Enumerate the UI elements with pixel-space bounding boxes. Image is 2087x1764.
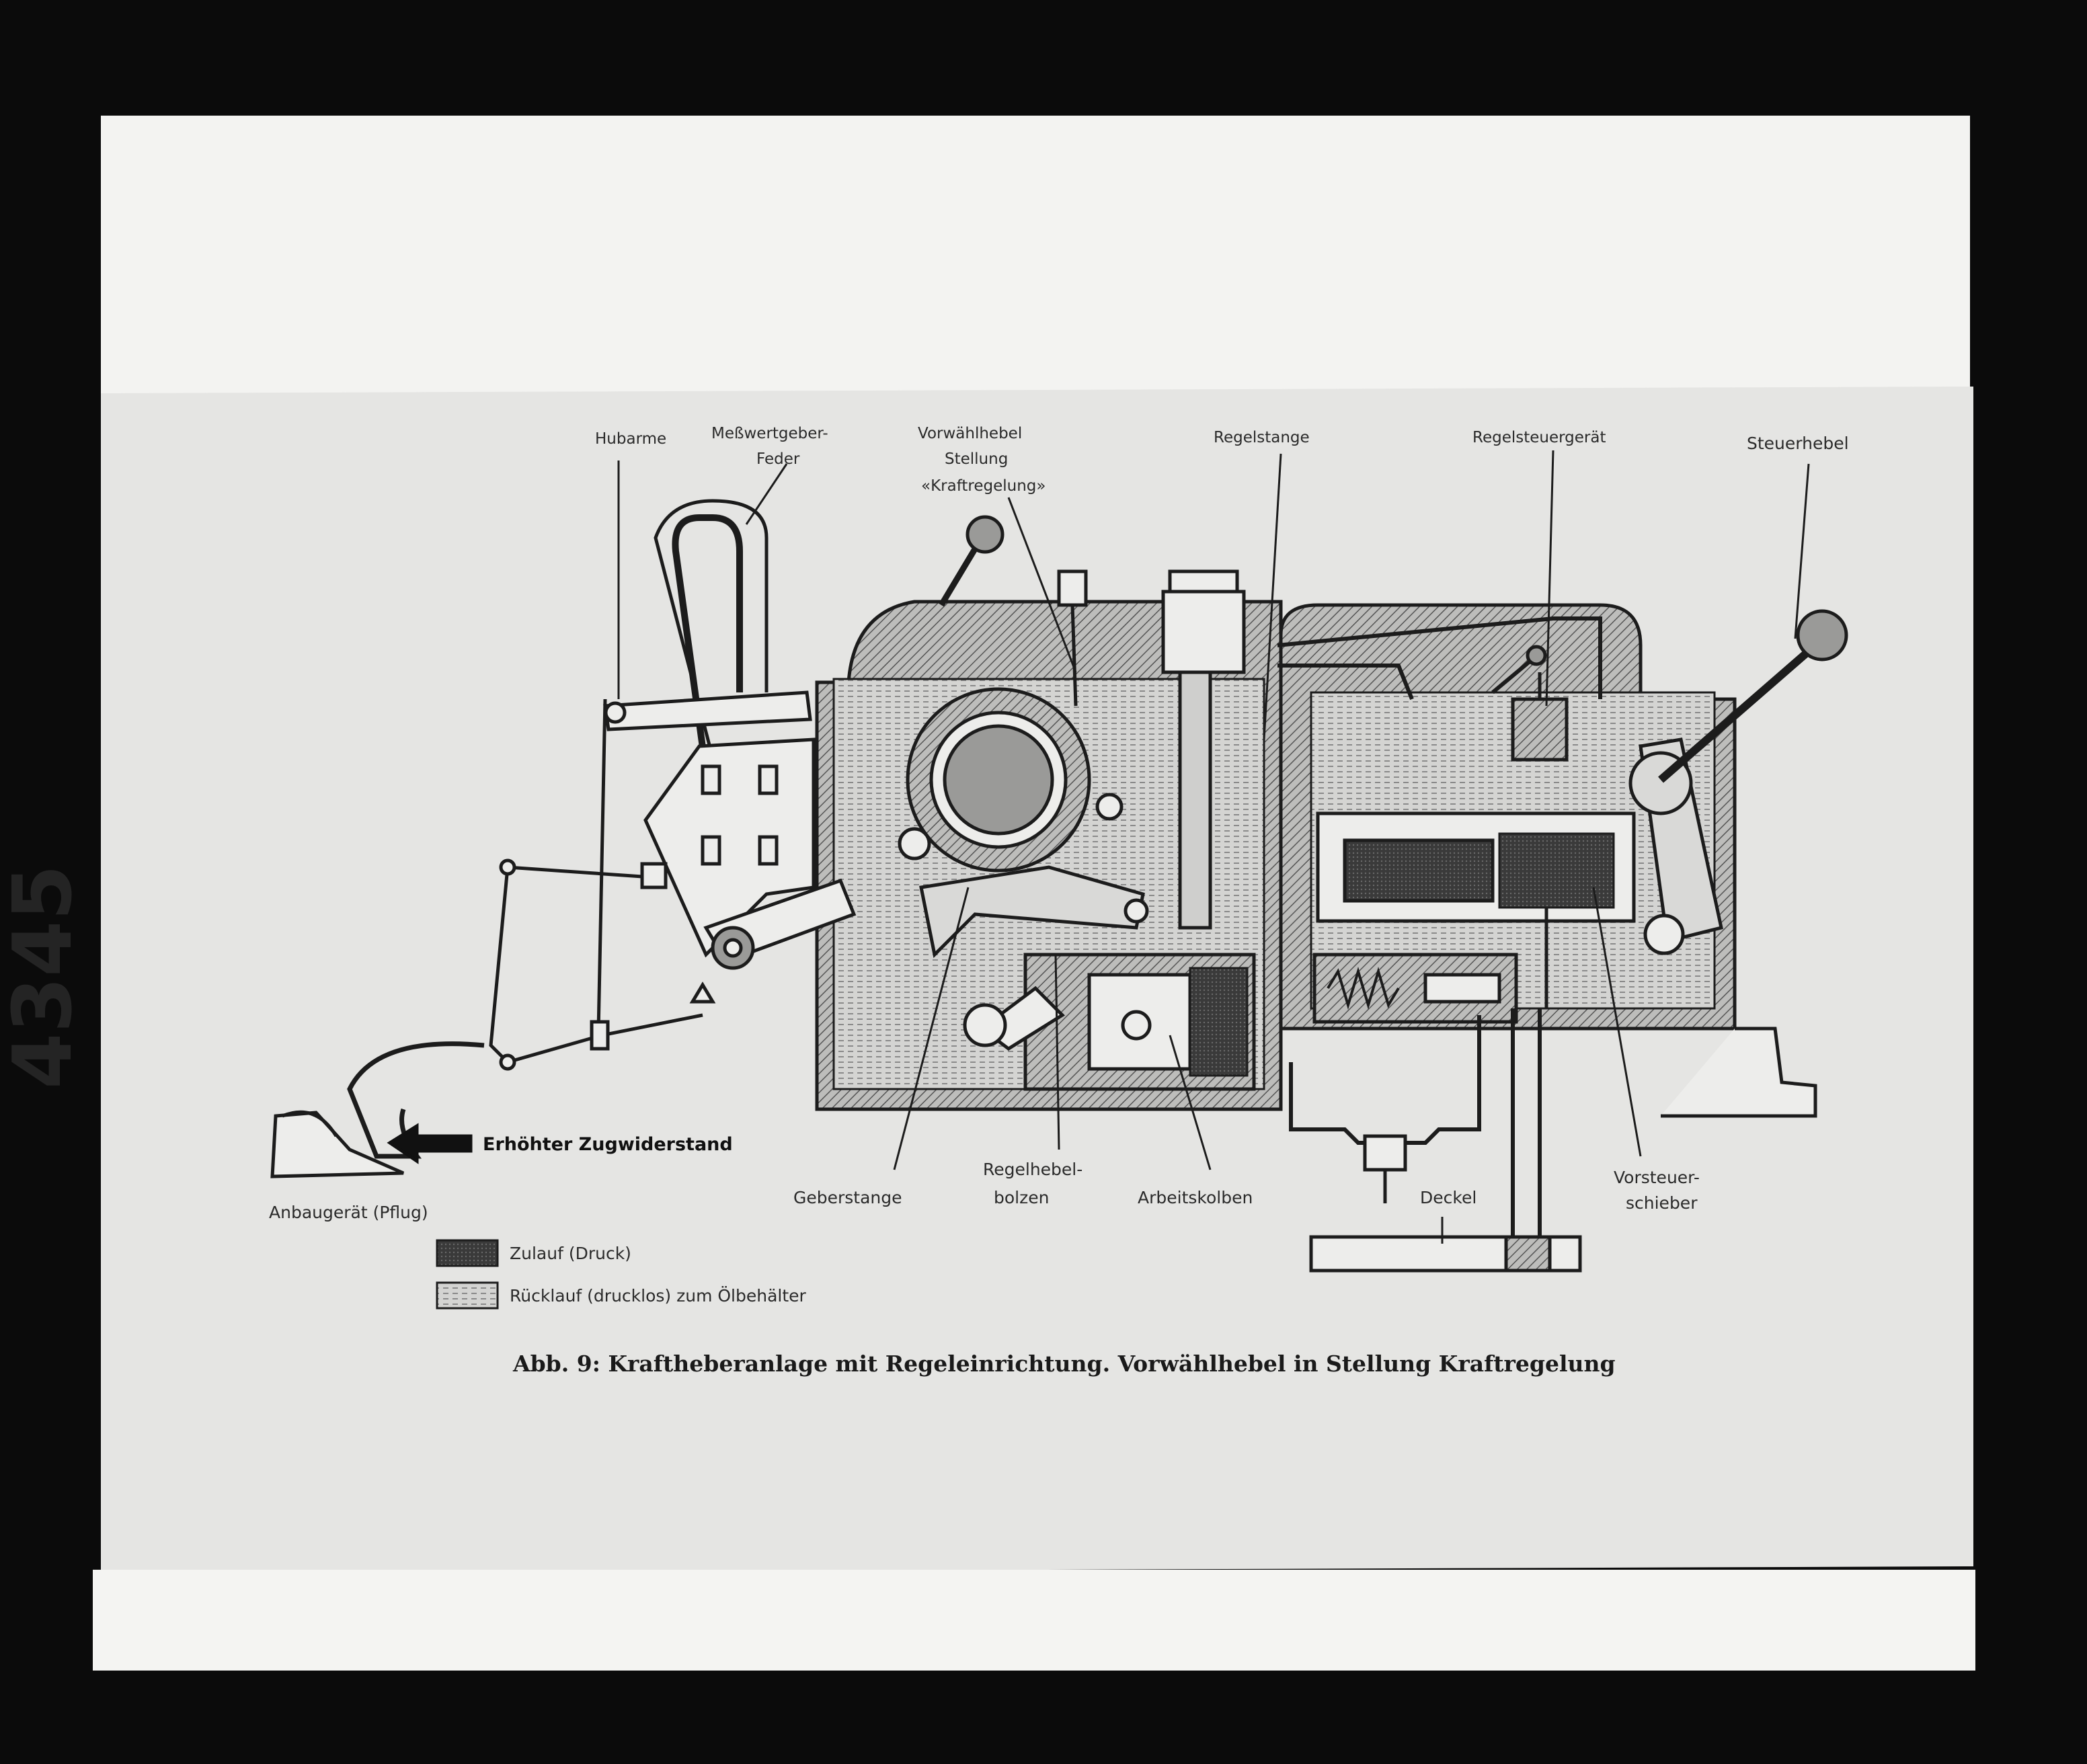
- hydraulic-diagram: [270, 450, 1848, 1273]
- housing-base: [1661, 1027, 1817, 1118]
- plough: [347, 1041, 485, 1159]
- label-messwertgeber: Meßwertgeber-: [711, 425, 828, 442]
- legend-swatch-zulauf: [436, 1239, 499, 1267]
- top-pipe: [1277, 616, 1602, 699]
- paper-top: [101, 116, 1970, 411]
- side-number: 4345: [0, 865, 90, 1089]
- measuring-spring: [672, 514, 743, 895]
- filler-neck: [1161, 590, 1246, 674]
- top-link: [507, 865, 653, 879]
- zugwiderstand-arrow: [387, 1123, 473, 1164]
- regelsteuer-box: [1511, 697, 1569, 762]
- control-lever-plate: [919, 865, 1145, 959]
- label-regelsteuergeraet: Regelsteuergerät: [1472, 429, 1606, 446]
- regelsteuer-lever: [1491, 657, 1534, 694]
- label-arbeitskolben: Arbeitskolben: [1138, 1188, 1253, 1207]
- label-vorsteuer-2: schieber: [1626, 1193, 1698, 1213]
- label-hubarme: Hubarme: [595, 430, 666, 448]
- label-anbaugeraet: Anbaugerät (Pflug): [269, 1203, 428, 1222]
- label-geberstange: Geberstange: [793, 1188, 902, 1207]
- hubarm: [603, 690, 812, 731]
- regelstange-bar: [1178, 643, 1212, 930]
- label-steuerhebel: Steuerhebel: [1747, 434, 1849, 453]
- label-messwertgeber-2: Feder: [756, 450, 800, 468]
- label-regelhebel: Regelhebel-: [983, 1160, 1082, 1179]
- label-vorsteuer: Vorsteuer-: [1614, 1168, 1700, 1187]
- work-pressure: [1189, 967, 1249, 1077]
- legend-ruecklauf: Rücklauf (drucklos) zum Ölbehälter: [510, 1286, 807, 1306]
- steuerhebel-rod: [1658, 642, 1818, 783]
- label-regelstange: Regelstange: [1214, 429, 1310, 446]
- legend: Zulauf (Druck) Rücklauf (drucklos) zum Ö…: [436, 1239, 807, 1310]
- diagram-labels: Hubarme Meßwertgeber- Feder Vorwählhebel…: [269, 425, 1849, 1222]
- figure-caption: Abb. 9: Kraftheberanlage mit Regeleinric…: [512, 1351, 1616, 1377]
- label-vorwahl-3: «Kraftregelung»: [921, 477, 1046, 495]
- paper-bottom: [93, 1570, 1975, 1671]
- legend-swatch-ruecklauf: [436, 1281, 499, 1310]
- valve-spool: [1343, 838, 1495, 903]
- label-regelhebel-2: bolzen: [994, 1188, 1049, 1207]
- label-vorwahl-2: Stellung: [945, 450, 1008, 468]
- label-zugwiderstand: Erhöhter Zugwiderstand: [483, 1134, 733, 1155]
- label-deckel: Deckel: [1420, 1188, 1476, 1207]
- legend-zulauf: Zulauf (Druck): [510, 1244, 631, 1263]
- label-vorwahl: Vorwählhebel: [918, 425, 1022, 442]
